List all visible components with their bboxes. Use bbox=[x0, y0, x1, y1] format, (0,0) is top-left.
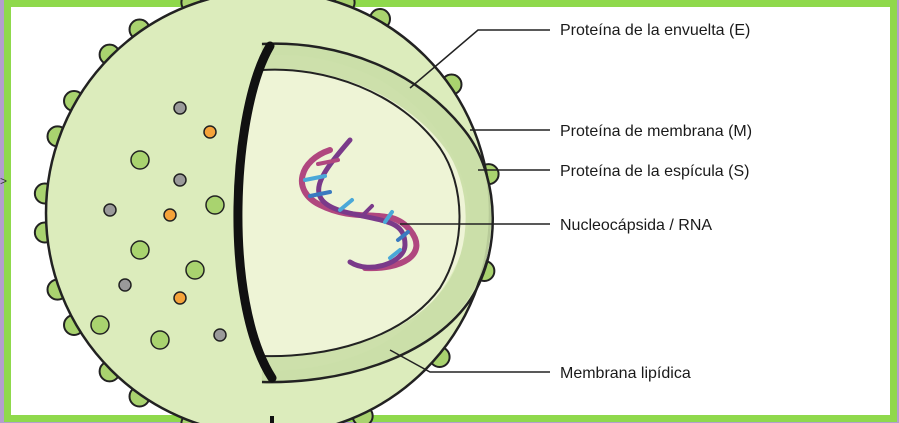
label-nucleocapsid: Nucleocápsida / RNA bbox=[560, 217, 712, 234]
membrane-protein-icon bbox=[104, 204, 116, 216]
margin-mark: > bbox=[0, 174, 7, 188]
spike-cluster-icon bbox=[186, 261, 204, 279]
bottom-tick bbox=[270, 416, 274, 423]
membrane-protein-icon bbox=[174, 102, 186, 114]
spike-cluster-icon bbox=[131, 241, 149, 259]
spike-cluster-icon bbox=[151, 331, 169, 349]
membrane-protein-icon bbox=[119, 279, 131, 291]
membrane-protein-icon bbox=[174, 174, 186, 186]
spike-cluster-icon bbox=[206, 196, 224, 214]
envelope-protein-icon bbox=[164, 209, 176, 221]
envelope-protein-icon bbox=[204, 126, 216, 138]
label-envelope-protein: Proteína de la envuelta (E) bbox=[560, 22, 750, 39]
label-spike-protein: Proteína de la espícula (S) bbox=[560, 163, 749, 180]
spike-cluster-icon bbox=[131, 151, 149, 169]
label-lipid-membrane: Membrana lipídica bbox=[560, 365, 691, 382]
membrane-protein-icon bbox=[214, 329, 226, 341]
spike-cluster-icon bbox=[91, 316, 109, 334]
envelope-protein-icon bbox=[174, 292, 186, 304]
label-membrane-protein: Proteína de membrana (M) bbox=[560, 123, 752, 140]
